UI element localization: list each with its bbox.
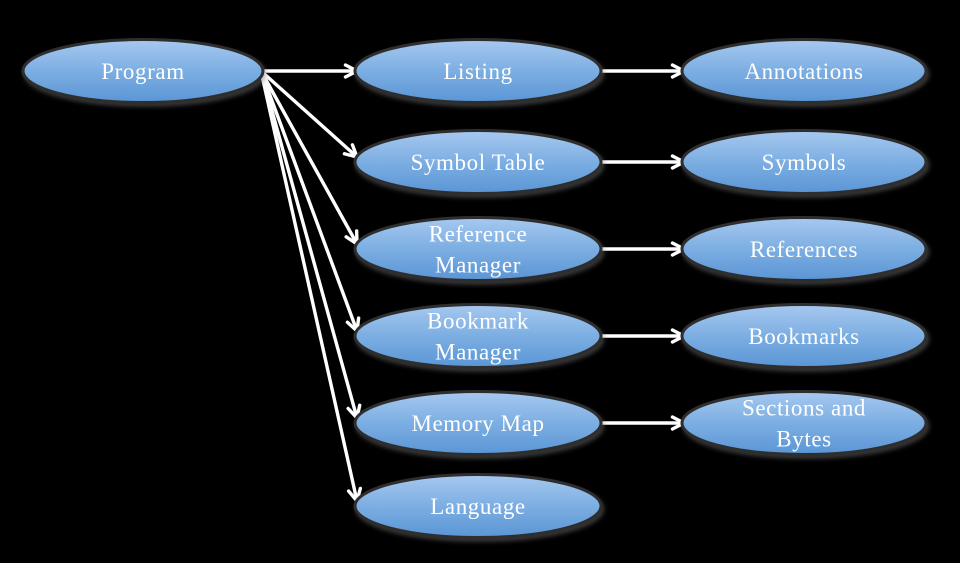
arrow-shaft xyxy=(259,69,359,159)
edge-program-reference-manager xyxy=(259,69,359,246)
edge-memory-map-sections-and-bytes xyxy=(597,415,686,431)
node-symbols: Symbols xyxy=(680,129,928,195)
edge-program-listing xyxy=(259,63,359,79)
node-references: References xyxy=(680,216,928,282)
node-annotations: Annotations xyxy=(680,38,928,104)
node-shape xyxy=(21,38,265,104)
edge-program-memory-map xyxy=(259,69,362,420)
node-language: Language xyxy=(353,473,603,539)
node-label: Symbols xyxy=(762,150,847,175)
node-shape xyxy=(353,216,603,282)
edge-layer xyxy=(259,63,686,503)
node-shape xyxy=(680,216,928,282)
node-shape xyxy=(353,38,603,104)
edge-symbol-table-symbols xyxy=(597,154,686,170)
node-memory-map: Memory Map xyxy=(353,390,603,456)
node-bookmarks: Bookmarks xyxy=(680,303,928,369)
arrowhead-icon xyxy=(346,406,359,420)
node-listing: Listing xyxy=(353,38,603,104)
node-label: Annotations xyxy=(744,59,863,84)
edge-program-language xyxy=(259,69,363,503)
arrow-shaft xyxy=(259,69,359,246)
arrowhead-icon xyxy=(346,489,359,503)
node-label: Listing xyxy=(443,59,512,84)
edge-bookmark-manager-bookmarks xyxy=(597,328,686,344)
node-shape xyxy=(353,473,603,539)
node-label: References xyxy=(750,237,858,262)
node-label: Bookmarks xyxy=(748,324,859,349)
node-shape xyxy=(353,390,603,456)
edge-listing-annotations xyxy=(597,63,686,79)
arrow-shaft xyxy=(259,69,359,503)
arrow-shaft xyxy=(259,69,359,333)
node-shape xyxy=(353,303,603,369)
node-label: Symbol Table xyxy=(411,150,546,175)
node-shape xyxy=(680,303,928,369)
arrowhead-icon xyxy=(345,320,359,333)
node-program: Program xyxy=(21,38,265,104)
arrowhead-icon xyxy=(344,235,359,246)
node-label: Program xyxy=(101,59,184,84)
node-shape xyxy=(680,129,928,195)
node-shape xyxy=(353,129,603,195)
arrow-shaft xyxy=(259,69,359,420)
node-label: Memory Map xyxy=(411,411,544,436)
node-symbol-table: Symbol Table xyxy=(353,129,603,195)
node-shape xyxy=(680,390,928,456)
node-shape xyxy=(680,38,928,104)
node-label: Language xyxy=(430,494,525,519)
edge-reference-manager-references xyxy=(597,241,686,257)
arrowhead-icon xyxy=(342,152,359,159)
